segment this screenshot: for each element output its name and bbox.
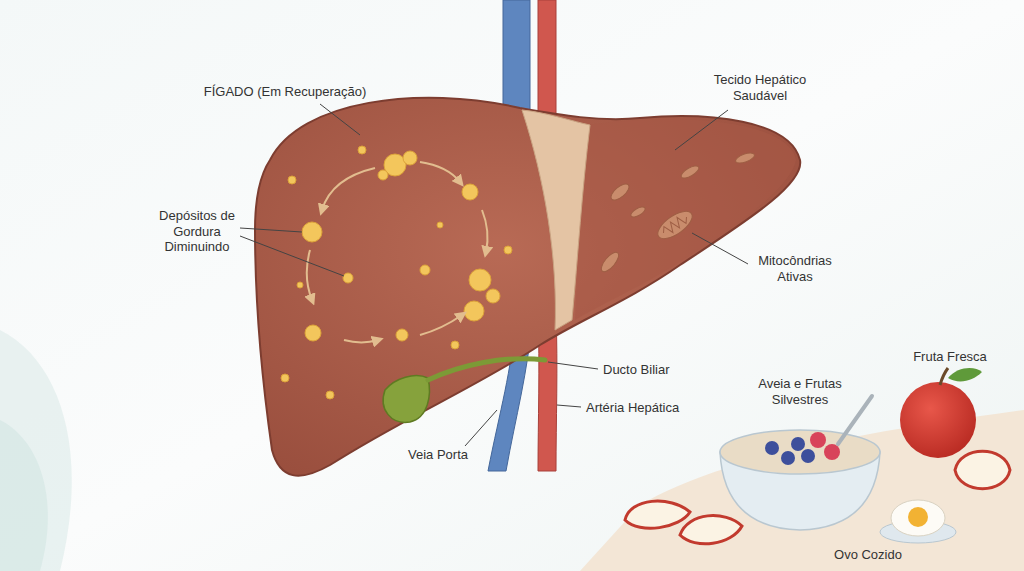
fat-deposit (451, 341, 459, 349)
liver-outline (255, 98, 800, 476)
part-label: Depósitos de Gordura Diminuindo (158, 208, 236, 255)
apple-slice (680, 516, 742, 544)
leader-line (240, 228, 302, 232)
mitochondrion (629, 205, 646, 219)
egg-white (891, 500, 945, 536)
part-label: Tecido Hepático Saudável (706, 72, 814, 103)
falciform-ligament (522, 110, 590, 330)
curved-arrow (322, 168, 375, 210)
apple-leaf (948, 368, 982, 381)
leader-line (557, 405, 581, 407)
mitochondrion-body (679, 164, 700, 181)
boiled-egg (880, 500, 956, 543)
curved-arrow (344, 340, 378, 342)
bile-duct (428, 359, 545, 380)
curved-arrow (482, 210, 488, 252)
fresh-fruit (900, 368, 1010, 489)
leader-line (692, 233, 748, 264)
fat-deposit (464, 301, 484, 321)
fat-deposits (281, 146, 512, 399)
part-label: FÍGADO (Em Recuperação) (204, 84, 367, 100)
fat-deposit (288, 176, 296, 184)
mitochondrion-body (608, 181, 631, 203)
mitochondrion (608, 181, 631, 203)
mitochondrion-body (653, 206, 696, 244)
part-label: Mitocôndrias Ativas (749, 253, 841, 284)
apple-slice (625, 501, 690, 528)
part-label: Artéria Hepática (586, 400, 679, 416)
fat-deposit (420, 265, 430, 275)
mitochondrion-body (629, 205, 646, 219)
mitochondrion-cristae (661, 213, 690, 237)
leader-line (548, 362, 598, 369)
part-label: Fruta Fresca (913, 349, 987, 365)
oatmeal-bowl (720, 396, 880, 530)
curved-arrow (420, 162, 460, 182)
mitochondrion (679, 164, 700, 181)
healthy-lobe (575, 119, 796, 320)
fat-deposit (469, 269, 491, 291)
leader-line (320, 104, 360, 135)
raspberry (824, 444, 840, 460)
fat-deposit (396, 329, 408, 341)
blueberry (781, 451, 795, 465)
leader-line (465, 410, 497, 446)
leader-line (240, 236, 344, 276)
gallbladder (383, 376, 429, 423)
recovery-arrows (307, 162, 488, 342)
blueberry (791, 437, 805, 451)
fat-deposit (437, 222, 443, 228)
apple-half (955, 451, 1010, 489)
spoon (838, 396, 872, 444)
fat-deposit (403, 151, 417, 165)
fat-deposit (504, 246, 512, 254)
blueberry (765, 441, 779, 455)
part-label: Aveia e Frutas Silvestres (748, 376, 852, 407)
apple-stem (940, 368, 948, 385)
mitochondria (598, 151, 755, 275)
mitochondrion (653, 206, 696, 244)
curved-arrow (420, 315, 462, 335)
fat-deposit (378, 170, 388, 180)
mitochondrion-body (734, 151, 756, 165)
blueberry (801, 449, 815, 463)
background-wave (0, 420, 48, 571)
fat-deposit (281, 374, 289, 382)
fat-deposit (297, 282, 303, 288)
apple (900, 382, 976, 458)
fat-deposit (358, 146, 366, 154)
part-label: Veia Porta (408, 447, 468, 463)
curved-arrow (307, 250, 312, 300)
apple-slices (625, 501, 742, 544)
part-label: Ducto Biliar (603, 362, 669, 378)
fat-deposit (305, 325, 321, 341)
background-wave (0, 330, 72, 571)
leader-lines (240, 104, 748, 446)
part-label: Ovo Cozido (834, 547, 902, 563)
fat-deposit (302, 222, 322, 242)
raspberry (810, 432, 826, 448)
oatmeal (720, 430, 880, 474)
egg-yolk (908, 507, 928, 527)
mitochondrion (734, 151, 756, 165)
fat-deposit (326, 391, 334, 399)
mitochondrion (598, 250, 621, 275)
fat-deposit (343, 273, 353, 283)
fat-deposit (462, 184, 478, 200)
mitochondrion-body (598, 250, 621, 275)
fat-deposit (486, 289, 500, 303)
leader-line (675, 110, 728, 150)
